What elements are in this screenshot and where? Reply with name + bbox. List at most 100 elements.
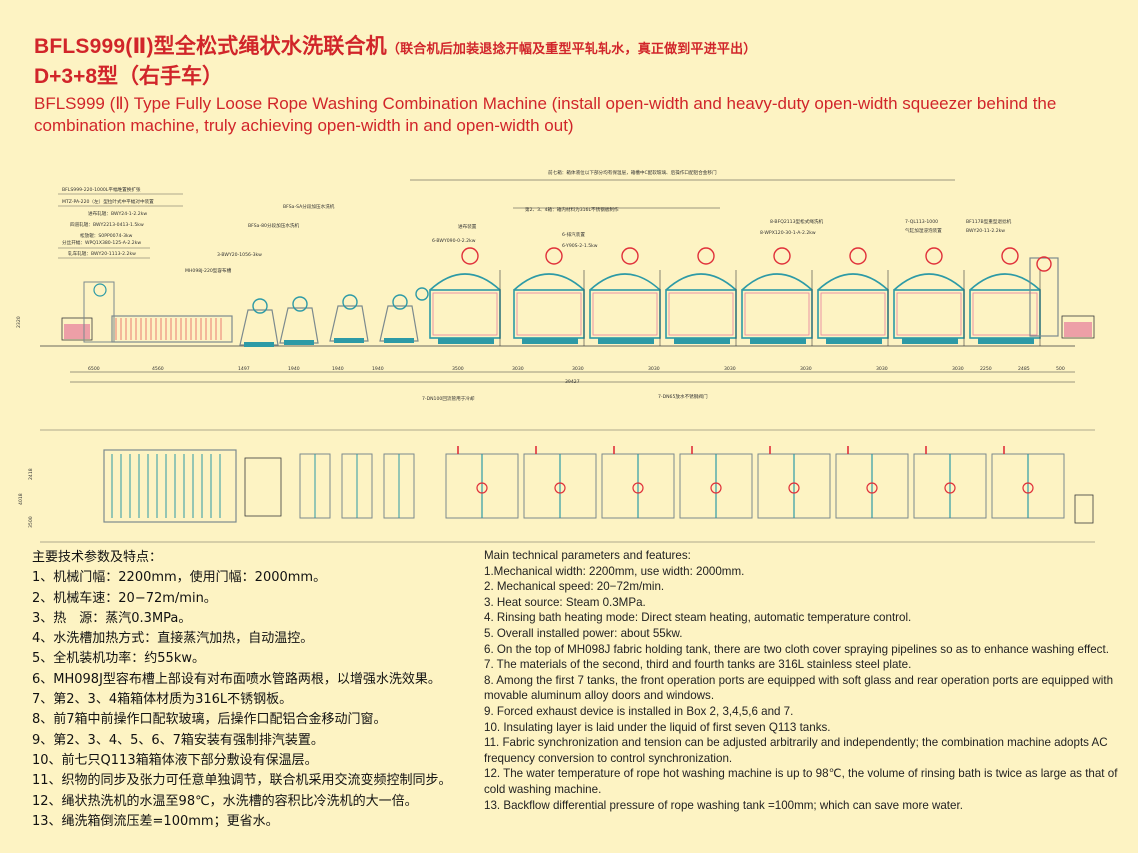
dim-plan-a: 2418 bbox=[28, 468, 34, 480]
callout-mach2: BFSa-SA分段加压水洗机 bbox=[283, 203, 335, 210]
tank-body-0 bbox=[429, 289, 501, 339]
callout-1: BFLS999-220-1000L平幅堆置换扩张 bbox=[62, 186, 141, 193]
spec-cn-1: 1、机械门幅：2200mm，使用门幅：2000mm。 bbox=[32, 570, 327, 586]
spec-en-8: 8. Among the first 7 tanks, the front op… bbox=[484, 673, 1114, 703]
spec-cn-8: 8、前7箱中前操作口配软玻璃，后操作口配铝合金移动门窗。 bbox=[32, 712, 387, 728]
washer-base-0 bbox=[244, 342, 274, 347]
spec-en-5: 5. Overall installed power: about 55kw. bbox=[484, 626, 683, 640]
tank-body-5 bbox=[817, 289, 889, 339]
dim-label-0: 6500 bbox=[88, 366, 100, 372]
callout-mach6: 6-BWY090-0-2.2kw bbox=[432, 238, 476, 244]
washer-body-1 bbox=[279, 307, 319, 344]
tank-fan-5 bbox=[849, 247, 867, 265]
washer-body-3 bbox=[379, 305, 419, 342]
spec-en-4: 4. Rinsing bath heating mode: Direct ste… bbox=[484, 611, 912, 625]
spec-cn-13: 13、绳洗箱倒流压差=100mm；更省水。 bbox=[32, 813, 279, 829]
spec-cn-2: 2、机械车速：20−72m/min。 bbox=[32, 590, 217, 606]
tank-hood-5 bbox=[817, 273, 889, 291]
tank-rope-5 bbox=[820, 292, 886, 336]
tank-body-1 bbox=[513, 289, 585, 339]
squeezer-frame bbox=[1029, 257, 1059, 337]
tank-base-3 bbox=[674, 338, 730, 344]
dim-label-4: 1940 bbox=[332, 366, 344, 372]
tank-fan-6 bbox=[925, 247, 943, 265]
callout-mach3: BFSa-80分段加压水洗机 bbox=[248, 222, 300, 229]
callout-mach14: BWY20-11-2.2kw bbox=[966, 228, 1005, 234]
tank-body-6 bbox=[893, 289, 965, 339]
washer-body-2 bbox=[329, 305, 369, 342]
plan-tank-motor-0 bbox=[476, 482, 488, 494]
washer-roll-1 bbox=[292, 296, 308, 312]
callout-mach1: MH098J-220型容布槽 bbox=[185, 267, 232, 274]
fabric-right bbox=[1064, 322, 1092, 337]
callout-mach5: 进布装置 bbox=[458, 223, 477, 230]
dim-label-15: 2485 bbox=[1018, 366, 1030, 372]
plan-tray bbox=[244, 457, 282, 517]
spec-cn-12: 12、绳状热洗机的水温至98℃，水洗槽的容积比冷洗机的大一倍。 bbox=[32, 793, 418, 809]
specs-cn: 主要技术参数及特点： 1、机械门幅：2200mm，使用门幅：2000mm。 2、… bbox=[32, 548, 472, 832]
tank-rope-4 bbox=[744, 292, 810, 336]
tank-fan-3 bbox=[697, 247, 715, 265]
washer-roll-3 bbox=[392, 294, 408, 310]
plan-trolley-right bbox=[1074, 494, 1094, 524]
dim-label-7: 3030 bbox=[512, 366, 524, 372]
washer-body-0 bbox=[239, 309, 279, 346]
callout-5: 松放辊：S0PP0074-3kw bbox=[80, 232, 133, 239]
tank-base-5 bbox=[826, 338, 882, 344]
title-en: BFLS999 (Ⅱ) Type Fully Loose Rope Washin… bbox=[34, 94, 1057, 135]
tank-body-4 bbox=[741, 289, 813, 339]
dim-label-13: 3030 bbox=[952, 366, 964, 372]
tank-fan-7 bbox=[1001, 247, 1019, 265]
tank-body-2 bbox=[589, 289, 661, 339]
squeezer-roll bbox=[1036, 256, 1052, 272]
spec-en-11: 11. Fabric synchronization and tension c… bbox=[484, 736, 1108, 765]
callout-3: 进布轧辊：BWY24-1-2.2kw bbox=[88, 210, 147, 217]
callout-mach13: BF117B型重型退捻机 bbox=[966, 218, 1012, 225]
dim-label-2: 1497 bbox=[238, 366, 250, 372]
machine-drawing: 前七箱：箱体液位以下部分均有保温层，箱槽中C配软玻璃、后操作口配铝合金移门 第2… bbox=[16, 169, 1095, 543]
trolley-right bbox=[1061, 315, 1095, 339]
tank-fan-2 bbox=[621, 247, 639, 265]
dim-plan-b: 3500 bbox=[28, 516, 34, 528]
spec-en-6: 6. On the top of MH098J fabric holding t… bbox=[484, 642, 1109, 656]
plan-feed-frame bbox=[103, 449, 237, 523]
spec-en-1: 1.Mechanical width: 2200mm, use width: 2… bbox=[484, 564, 745, 578]
tank-rope-3 bbox=[668, 292, 734, 336]
spec-cn-3: 3、热 源：蒸汽0.3MPa。 bbox=[32, 610, 192, 626]
feed-tower bbox=[83, 281, 115, 343]
drawing-labels: 前七箱：箱体液位以下部分均有保温层，箱槽中C配软玻璃、后操作口配铝合金移门 第2… bbox=[16, 169, 1012, 528]
bottom-note-1: 7-DN100回流管用于冷却 bbox=[422, 395, 475, 402]
title-cn: BFLS999(Ⅱ)型全松式绳状水洗联合机（联合机后加装退捻开幅及重型平轧轧水，… bbox=[34, 30, 757, 60]
spec-en-7: 7. The materials of the second, third an… bbox=[484, 658, 912, 672]
title-cn-main: BFLS999(Ⅱ)型全松式绳状水洗联合机 bbox=[34, 35, 387, 58]
feed-unit-frame bbox=[111, 315, 233, 343]
spec-en-12: 12. The water temperature of rope hot wa… bbox=[484, 767, 1118, 796]
dim-label-6: 3500 bbox=[452, 366, 464, 372]
washer-base-1 bbox=[284, 340, 314, 345]
bottom-note-2: 7-DN65放水不锈钢阀门 bbox=[658, 393, 708, 400]
dim-label-16: 500 bbox=[1056, 366, 1065, 372]
tank-body-3 bbox=[665, 289, 737, 339]
spec-cn-11: 11、织物的同步及张力可任意单独调节，联合机采用交流变频控制同步。 bbox=[32, 773, 452, 789]
tank-rope-7 bbox=[972, 292, 1038, 336]
spec-en-2: 2. Mechanical speed: 20−72m/min. bbox=[484, 580, 665, 594]
tank-base-2 bbox=[598, 338, 654, 344]
callout-7: 轧车轧辊：BWY20-1113-2.2kw bbox=[68, 250, 136, 257]
washer-roll-0 bbox=[252, 298, 268, 314]
dim-label-10: 3030 bbox=[724, 366, 736, 372]
tank-fan-0 bbox=[461, 247, 479, 265]
specs-cn-heading: 主要技术参数及特点： bbox=[32, 550, 163, 565]
tank-hood-2 bbox=[589, 273, 661, 291]
tank-fan-1 bbox=[545, 247, 563, 265]
callout-mach7: 6-排汽装置 bbox=[562, 231, 585, 238]
tank-base-7 bbox=[978, 338, 1034, 344]
title-model: D+3+8型（右手车） bbox=[34, 65, 224, 88]
spec-cn-6: 6、MH098J型容布槽上部设有对布面喷水管路两根，以增强水洗效果。 bbox=[32, 671, 441, 687]
spec-cn-5: 5、全机装机功率：约55kw。 bbox=[32, 651, 205, 667]
dim-label-11: 3030 bbox=[800, 366, 812, 372]
specs-en: Main technical parameters and features: … bbox=[484, 548, 1124, 813]
tank-hood-0 bbox=[429, 273, 501, 291]
tank-rope-1 bbox=[516, 292, 582, 336]
callout-mach11: 7-QL113-1000 bbox=[905, 219, 938, 225]
